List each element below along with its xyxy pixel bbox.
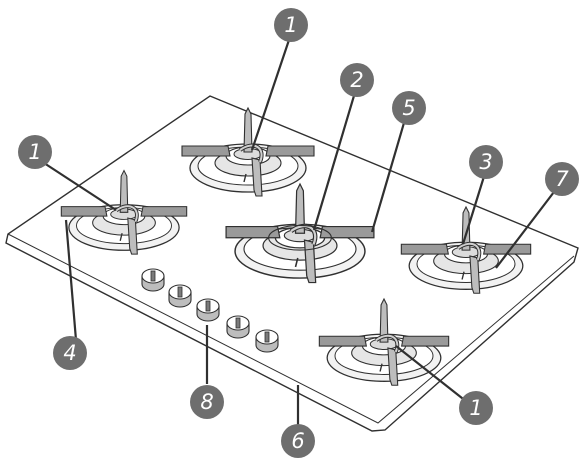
callout-number: 8 [200, 390, 213, 414]
knob [141, 268, 165, 292]
callout-badge-8: 8 [190, 385, 224, 419]
callout-number: 1 [469, 396, 482, 420]
knob [255, 329, 279, 353]
callout-badge-1-front: 1 [459, 391, 493, 425]
callout-badge-6: 6 [281, 424, 315, 458]
callout-badge-1-left: 1 [18, 135, 52, 169]
knob [226, 315, 250, 339]
callout-number: 6 [291, 429, 304, 453]
knob [168, 284, 192, 308]
callout-number: 1 [28, 140, 41, 164]
callout-number: 2 [350, 68, 363, 92]
callout-badge-1-top: 1 [274, 8, 308, 42]
callout-number: 4 [63, 341, 76, 365]
callout-number: 1 [284, 13, 297, 37]
callout-badge-4: 4 [53, 336, 87, 370]
callout-number: 3 [479, 150, 492, 174]
callout-badge-3: 3 [469, 145, 503, 179]
leader-lines [43, 33, 558, 428]
burner-center-large [226, 184, 374, 283]
callout-badge-7: 7 [545, 162, 579, 196]
callout-number: 5 [402, 96, 415, 120]
callout-number: 7 [555, 167, 569, 191]
callout-badge-5: 5 [392, 91, 426, 125]
callout-badge-2: 2 [340, 63, 374, 97]
knob [196, 298, 220, 322]
